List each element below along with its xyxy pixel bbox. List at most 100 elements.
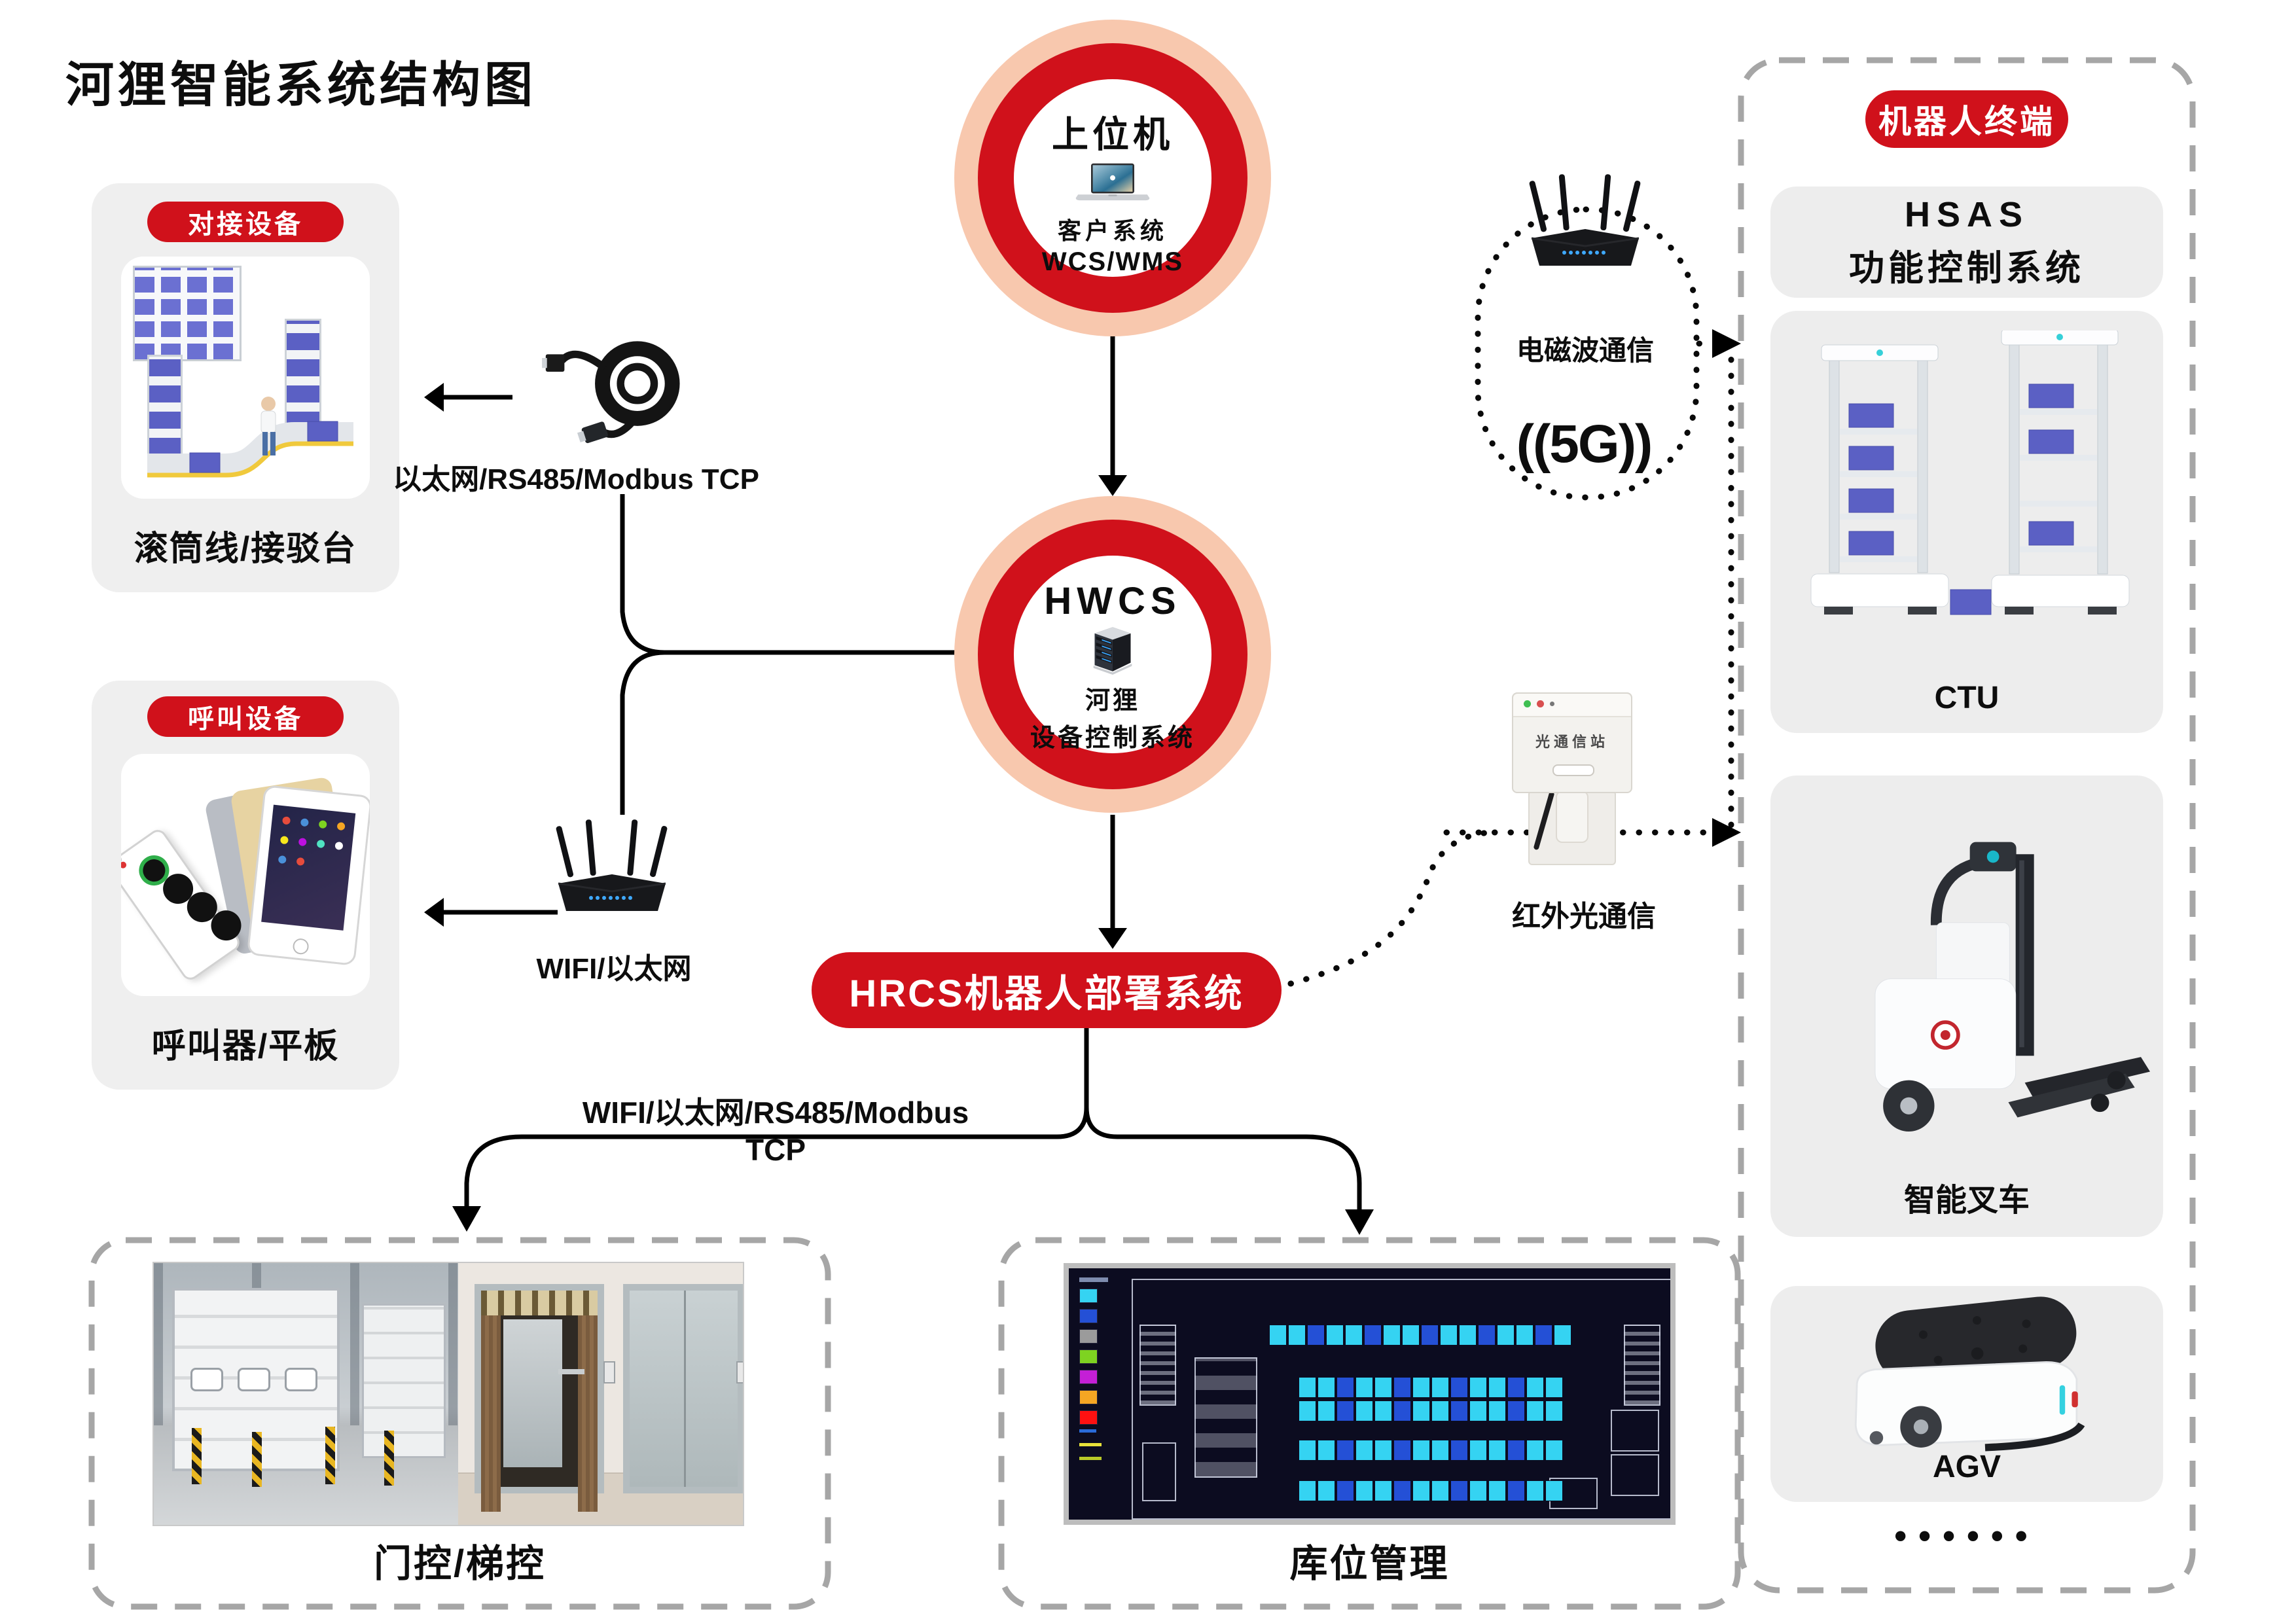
- storage-slot: [1412, 1480, 1430, 1501]
- stairs-top-right: [1624, 1325, 1660, 1406]
- calling-panel: 呼叫设备 呼叫器/平板: [92, 681, 399, 1090]
- hwcs-title: HWCS: [1044, 580, 1181, 622]
- storage-slot: [1288, 1325, 1306, 1346]
- storage-slot: [1374, 1480, 1392, 1501]
- elevator-wood-left: [481, 1315, 501, 1512]
- ctu-caption: CTU: [1934, 681, 2000, 715]
- warehouse-map-plan: [1132, 1279, 1670, 1520]
- docking-panel-tag: 对接设备: [147, 202, 344, 242]
- storage-slot: [1336, 1440, 1354, 1461]
- storage-slot: [1545, 1400, 1563, 1421]
- storage-slot: [1469, 1440, 1487, 1461]
- storage-slot: [1336, 1480, 1354, 1501]
- storage-slot: [1545, 1440, 1563, 1461]
- em-wave-dotted-border: [1475, 206, 1700, 501]
- storage-slot: [1355, 1400, 1373, 1421]
- arrow-down-to-warehouse-panel: [1345, 1209, 1374, 1235]
- door-windows: [190, 1368, 223, 1391]
- arrow-right-ir-to-terminal: [1712, 818, 1741, 847]
- pager-led: [121, 860, 128, 870]
- calling-panel-caption: 呼叫器/平板: [151, 1027, 340, 1065]
- map-legend-lines: [1079, 1429, 1125, 1460]
- storage-slot: [1526, 1377, 1544, 1398]
- ir-device-icon: 光通信站: [1505, 692, 1636, 870]
- ctu-card: CTU: [1770, 311, 2163, 733]
- storage-slot: [1299, 1400, 1316, 1421]
- hrcs-banner: HRCS机器人部署系统: [812, 952, 1282, 1028]
- storage-slot: [1469, 1400, 1487, 1421]
- home-button-icon: [292, 938, 310, 955]
- tower-lift-left-icon: [147, 355, 183, 457]
- arrow-right-em-to-terminal: [1712, 329, 1741, 358]
- host-title: 上位机: [1052, 114, 1174, 155]
- forklift-caption: 智能叉车: [1903, 1183, 2030, 1218]
- storage-slot: [1488, 1480, 1506, 1501]
- wifi-router-icon: [556, 819, 668, 911]
- ir-device-slot: [1552, 764, 1594, 776]
- line-hrcs-to-warehouse: [1084, 1107, 1362, 1211]
- storage-slot: [1450, 1400, 1468, 1421]
- storage-slot: [1450, 1480, 1468, 1501]
- storage-slot: [1326, 1325, 1344, 1346]
- storage-slot: [1355, 1377, 1373, 1398]
- door-panel-caption: 门控/梯控: [373, 1543, 547, 1585]
- ir-device-top: [1513, 694, 1631, 717]
- hsas-subtitle: 功能控制系统: [1849, 248, 2085, 288]
- calling-panel-tag-label: 呼叫设备: [188, 705, 303, 734]
- storage-slot: [1412, 1440, 1430, 1461]
- storage-slot: [1393, 1440, 1411, 1461]
- forklift-icon: [1874, 842, 2150, 1132]
- storage-slot: [1526, 1440, 1544, 1461]
- elevator-photo: [458, 1263, 743, 1525]
- ir-led-red: [1537, 700, 1544, 707]
- storage-slot: [1440, 1325, 1458, 1346]
- arrow-left-to-docking: [424, 383, 444, 412]
- forklift-card: 智能叉车: [1770, 776, 2163, 1237]
- storage-slot: [1336, 1400, 1354, 1421]
- bottom-link-label: WIFI/以太网/RS485/Modbus TCP: [582, 1096, 969, 1167]
- storage-slot: [1431, 1377, 1449, 1398]
- storage-slot: [1535, 1325, 1552, 1346]
- legend-swatch-3: [1079, 1349, 1098, 1364]
- legend-swatch-2: [1079, 1329, 1098, 1344]
- line-hwcs-to-cable: [620, 494, 960, 655]
- storage-slot: [1488, 1400, 1506, 1421]
- hwcs-caption-2: 设备控制系统: [1030, 724, 1195, 752]
- pager-buttons-icon: [133, 849, 175, 892]
- tablet-front-icon: [246, 785, 370, 966]
- legend-swatch-1: [1079, 1309, 1098, 1323]
- hrcs-banner-label: HRCS机器人部署系统: [849, 972, 1244, 1015]
- hwcs-caption-1: 河狸: [1085, 687, 1140, 715]
- storage-slot: [1393, 1400, 1411, 1421]
- storage-slot: [1450, 1377, 1468, 1398]
- storage-slot: [1318, 1400, 1335, 1421]
- more-dots-icon: ••••••: [1894, 1516, 2039, 1556]
- lift-shaft: [1142, 1442, 1176, 1501]
- ctu-robot-icon: [1810, 330, 2130, 615]
- solid-flow-lines: [442, 330, 1362, 1211]
- ir-led-green: [1524, 700, 1531, 707]
- pager-antenna-icon: [121, 820, 124, 866]
- calling-panel-tag: 呼叫设备: [147, 696, 344, 737]
- elevator-wood-right: [578, 1315, 598, 1512]
- storage-slot: [1355, 1440, 1373, 1461]
- wifi-link-label: WIFI/以太网: [536, 953, 692, 985]
- elevator-handrail: [558, 1369, 584, 1374]
- storage-slot: [1507, 1480, 1525, 1501]
- storage-slot: [1402, 1325, 1420, 1346]
- app-icons: [281, 816, 291, 825]
- storage-slot: [1364, 1325, 1382, 1346]
- dotted-hrcs-link: [1287, 829, 1499, 987]
- host-caption-1: 客户系统: [1057, 217, 1168, 244]
- storage-slot: [1299, 1480, 1316, 1501]
- storage-slot: [1431, 1440, 1449, 1461]
- storage-slot: [1459, 1325, 1477, 1346]
- legend-swatch-6: [1079, 1410, 1098, 1425]
- storage-slot: [1336, 1377, 1354, 1398]
- storage-slot: [1488, 1440, 1506, 1461]
- hwcs-circle: HWCS 河狸 设备控制系统: [954, 496, 1271, 813]
- legend-swatch-5: [1079, 1390, 1098, 1404]
- storage-slot: [1478, 1325, 1496, 1346]
- tower-lift-right-icon: [285, 319, 321, 431]
